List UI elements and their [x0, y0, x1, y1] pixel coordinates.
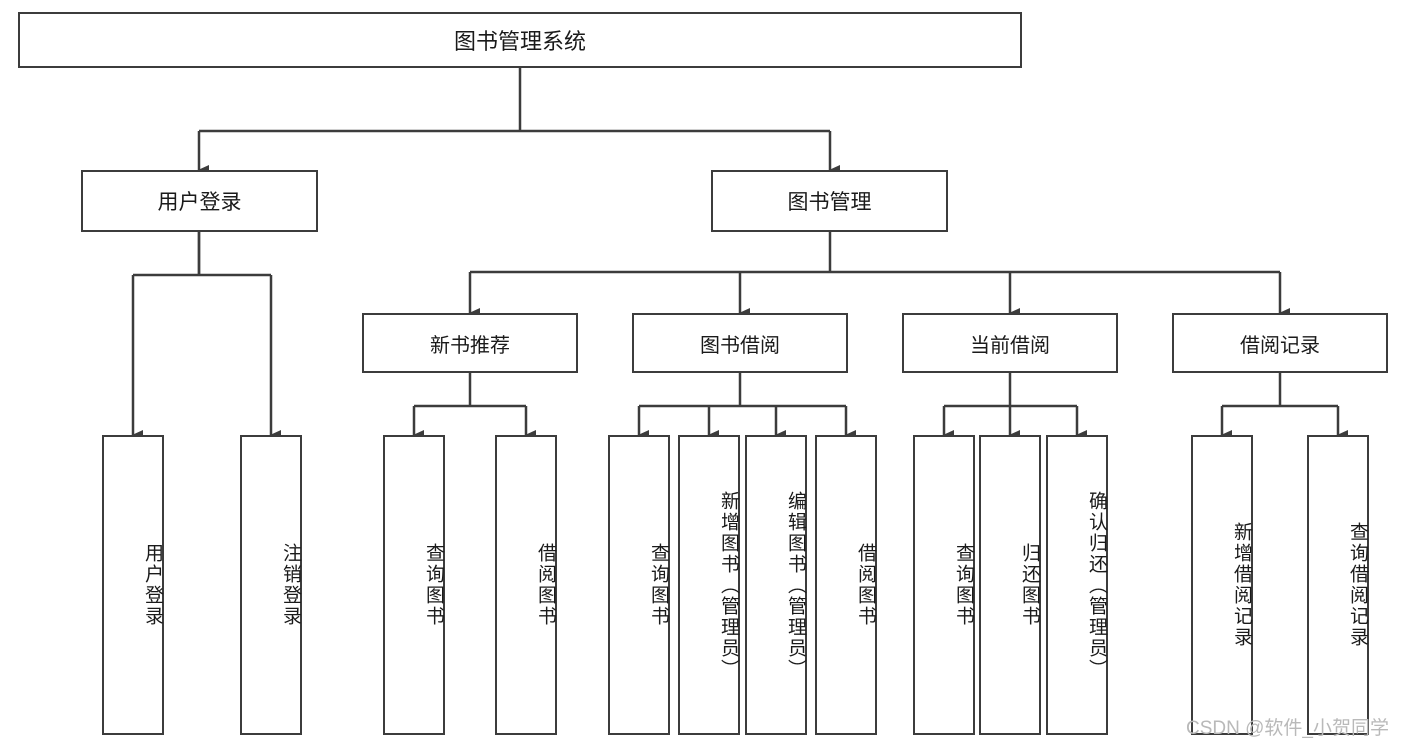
- watermark-text: CSDN @软件_小贺同学: [1186, 718, 1389, 739]
- leaf-node-edit-book[interactable]: 编辑图书（管理员）: [745, 435, 807, 735]
- node-label: 查询图书: [648, 543, 669, 627]
- node-label: 注销登录: [280, 543, 301, 627]
- node-label: 新书推荐: [430, 334, 510, 357]
- node-label: 借阅图书: [535, 543, 556, 627]
- node-label: 借阅图书: [855, 543, 876, 627]
- node-label: 当前借阅: [970, 334, 1050, 357]
- node-label: 归还图书: [1019, 543, 1040, 627]
- leaf-node-query-books-recommend[interactable]: 查询图书: [383, 435, 445, 735]
- node-root-system[interactable]: 图书管理系统: [18, 12, 1022, 68]
- node-user-login[interactable]: 用户登录: [81, 170, 318, 232]
- leaf-node-user-login[interactable]: 用户登录: [102, 435, 164, 735]
- leaf-node-borrow-books[interactable]: 借阅图书: [815, 435, 877, 735]
- node-label: 查询图书: [953, 543, 974, 627]
- node-label: 借阅记录: [1240, 334, 1320, 357]
- leaf-node-confirm-return[interactable]: 确认归还（管理员）: [1046, 435, 1108, 735]
- node-label: 图书管理: [787, 191, 872, 214]
- leaf-node-add-book[interactable]: 新增图书（管理员）: [678, 435, 740, 735]
- node-label: 新增借阅记录: [1231, 522, 1252, 648]
- node-label: 查询图书: [423, 543, 444, 627]
- node-label: 查询借阅记录: [1347, 522, 1368, 648]
- node-label: 图书管理系统: [453, 29, 586, 54]
- node-book-borrow[interactable]: 图书借阅: [632, 313, 848, 373]
- node-borrow-record[interactable]: 借阅记录: [1172, 313, 1388, 373]
- leaf-node-borrow-books-recommend[interactable]: 借阅图书: [495, 435, 557, 735]
- node-label: 用户登录: [142, 543, 163, 627]
- node-new-book-recommend[interactable]: 新书推荐: [362, 313, 578, 373]
- leaf-node-query-borrow-record[interactable]: 查询借阅记录: [1307, 435, 1369, 735]
- leaf-node-logout[interactable]: 注销登录: [240, 435, 302, 735]
- leaf-node-query-books-borrow[interactable]: 查询图书: [608, 435, 670, 735]
- node-label: 用户登录: [157, 191, 242, 214]
- node-label: 图书借阅: [700, 334, 780, 357]
- node-label: 编辑图书（管理员）: [785, 490, 806, 680]
- node-label: 确认归还（管理员）: [1086, 490, 1107, 680]
- node-book-management[interactable]: 图书管理: [711, 170, 948, 232]
- leaf-node-query-books-current[interactable]: 查询图书: [913, 435, 975, 735]
- node-label: 新增图书（管理员）: [718, 490, 739, 680]
- leaf-node-return-book[interactable]: 归还图书: [979, 435, 1041, 735]
- node-current-borrow[interactable]: 当前借阅: [902, 313, 1118, 373]
- leaf-node-add-borrow-record[interactable]: 新增借阅记录: [1191, 435, 1253, 735]
